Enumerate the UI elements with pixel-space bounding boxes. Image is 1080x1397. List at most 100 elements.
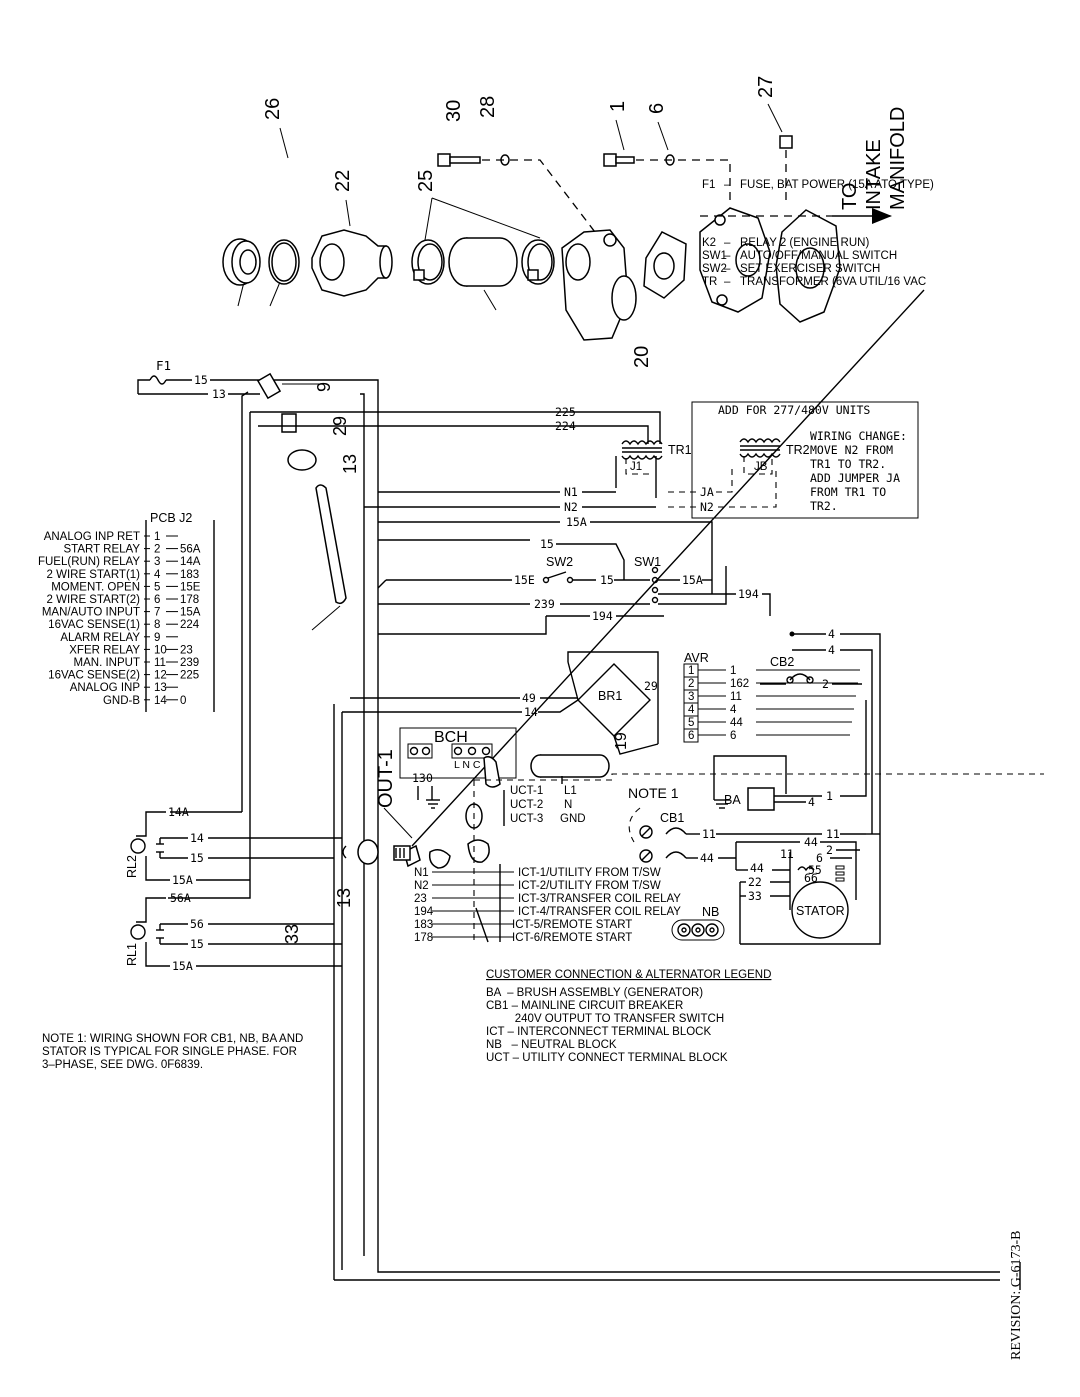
wire-label: 194 [592,609,613,623]
wire-label: 14 [190,831,204,845]
pcb-title: PCB J2 [150,511,192,525]
wire-label: 15 [540,537,554,551]
breaker-icon [789,673,811,681]
nb-label: NB [702,905,719,919]
pin-wire: 239 [180,657,199,669]
svg-text:AUTO/OFF/MANUAL SWITCH: AUTO/OFF/MANUAL SWITCH [740,250,897,262]
revision-label: REVISION: G-6173-B [1009,1231,1024,1361]
svg-text:–: – [724,276,731,288]
legend-line: NB – NEUTRAL BLOCK [486,1039,617,1051]
pin-name: ANALOG INP RET [44,531,140,543]
callout-33: 33 [282,924,302,944]
lnc-label: L N C [454,759,481,771]
svg-text:–: – [724,263,731,275]
pin-name: MAN/AUTO INPUT [42,607,140,619]
wire-label: 225 [555,405,576,419]
breaker-terminal-icon [639,825,653,839]
callout-20: 20 [631,346,653,368]
coil-icon [621,440,663,446]
pin-wire: 0 [180,695,186,707]
ict-wire: 23 [414,893,427,905]
legend-row: SW2–SET EXERCISER SWITCH [702,263,880,275]
callout-25: 25 [415,170,437,192]
svg-text:–: – [724,237,731,249]
callout-13b: 13 [334,888,354,908]
wire-label: 13 [212,387,226,401]
pin-name: 16VAC SENSE(2) [48,670,140,682]
avr-wire: 1 [730,665,736,677]
wire-label: 14A [168,805,189,819]
wire-label: 56 [190,917,204,931]
harness-lines [241,379,1000,1281]
tr2-label: TR2 [786,443,810,457]
pin-name: 2 WIRE START(1) [47,569,141,581]
transformer-tr1: TR1 J1 N1 N2 [364,440,692,514]
rl2-label: RL2 [125,855,139,878]
ict-wire: N2 [414,880,429,892]
component-legend-top: F1–FUSE, BAT POWER (15A ATO TYPE) K2–REL… [702,179,934,288]
wire-label: 44 [804,835,818,849]
pin-wire: 15A [180,607,201,619]
neutral-block-nb: NB [671,905,725,941]
pin-number: 2 [154,544,160,556]
manifold-label: MANIFOLD [887,107,909,210]
pin-name: MAN. INPUT [74,657,140,669]
wire-label: 22 [748,875,762,889]
rl1-label: RL1 [125,943,139,966]
wire-label: 56A [170,891,191,905]
wire-label: 66 [804,871,818,885]
pin-number: 11 [154,657,166,669]
avr-wire: 6 [730,730,736,742]
svg-text:TRANSFORMER (6VA UTIL/16 VAC: TRANSFORMER (6VA UTIL/16 VAC [740,276,926,288]
wire-label: 6 [816,851,823,865]
sw2-label: SW2 [546,555,573,569]
relay-coil-icon [130,838,146,854]
bch-label: BCH [434,729,468,746]
wire-label: 15A [172,959,193,973]
wire-label: 44 [750,861,764,875]
note-1: NOTE 1: WIRING SHOWN FOR CB1, NB, BA AND… [42,1033,303,1071]
wire-label: 239 [534,597,555,611]
pin-name: 16VAC SENSE(1) [48,619,140,631]
hose-icon [315,484,347,605]
svg-text:SW1: SW1 [702,250,727,262]
ba-label: BA [724,793,741,807]
wire-label: 2 [822,677,829,691]
wire-label: 15A [566,515,587,529]
wire-label: 4 [828,627,835,641]
pcb-j2: PCB J2 [145,511,215,712]
wire-label: 15 [600,573,614,587]
pin-name: FUEL(RUN) RELAY [38,556,140,568]
pin-name: GND-B [103,695,140,707]
uct-term: UCT-2 [510,799,543,811]
cb2-breaker: 2 4 4 [760,627,881,940]
pin-number: 6 [154,594,160,606]
wire-label: 15 [190,937,204,951]
brush-assembly-ba: BA 1 4 [713,700,867,811]
pcb-pin-row: MAN. INPUT 11 239 [74,657,200,669]
avr-wire: 4 [730,704,737,716]
svg-text:–: – [724,250,731,262]
svg-text:SW2: SW2 [702,263,727,275]
wire-label: 2 [826,843,833,857]
legend-row: F1–FUSE, BAT POWER (15A ATO TYPE) [702,179,934,191]
terminal-icon [256,372,282,400]
uct-term: UCT-1 [510,785,543,797]
note-line: STATOR IS TYPICAL FOR SINGLE PHASE. FOR [42,1046,297,1058]
tr1-label: TR1 [668,443,692,457]
wire-label: 194 [738,587,759,601]
wire-label: JA [700,485,714,499]
box-line: WIRING CHANGE: [810,429,907,443]
uct-term: UCT-3 [510,813,543,825]
ict-wire: 194 [414,906,434,918]
